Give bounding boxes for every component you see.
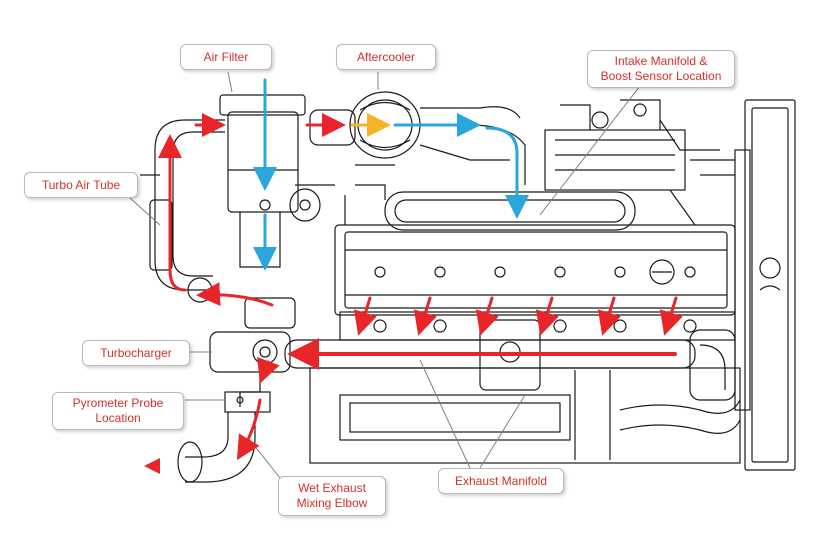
red-arrow-port-1: [353, 296, 377, 336]
red-arrow-port-6: [659, 296, 683, 336]
label-turbocharger: Turbocharger: [82, 340, 190, 366]
label-air-filter-text: Air Filter: [203, 49, 249, 64]
label-wet-exhaust-line2: Mixing Elbow: [296, 496, 368, 510]
leader-air-filter: [227, 71, 233, 93]
label-turbo-air-tube: Turbo Air Tube: [24, 172, 138, 198]
label-air-filter: Air Filter: [180, 44, 272, 70]
blue-arrow-to-manifold: [485, 126, 529, 219]
leader-exhaust-manifold: [419, 359, 526, 469]
red-arrow-tube-up: [158, 134, 187, 292]
leader-intake-manifold: [539, 85, 641, 216]
label-exhaust-manifold-text: Exhaust Manifold: [454, 473, 548, 488]
red-arrow-elbow: [236, 398, 262, 461]
label-pyrometer-line2: Location: [95, 411, 141, 425]
label-intake-manifold: Intake Manifold & Boost Sensor Location: [587, 50, 735, 88]
red-arrow-tube-return: [196, 282, 274, 307]
label-turbo-air-tube-text: Turbo Air Tube: [41, 177, 121, 192]
red-arrow-port-2: [413, 296, 437, 336]
label-wet-exhaust-mixing-elbow: Wet Exhaust Mixing Elbow: [278, 476, 386, 516]
label-pyrometer-probe: Pyrometer Probe Location: [52, 392, 184, 430]
red-arrow-port-3: [475, 296, 499, 336]
label-aftercooler: Aftercooler: [336, 44, 436, 70]
red-arrow-port-4: [535, 296, 559, 336]
label-intake-manifold-line1: Intake Manifold &: [614, 54, 708, 68]
red-arrow-turbo-out: [257, 356, 280, 384]
label-aftercooler-text: Aftercooler: [356, 49, 416, 64]
label-wet-exhaust-line1: Wet Exhaust: [298, 481, 366, 495]
airflow-arrows: [144, 78, 683, 474]
leader-lines: [129, 71, 641, 479]
label-exhaust-manifold: Exhaust Manifold: [438, 468, 564, 494]
label-turbocharger-text: Turbocharger: [100, 345, 172, 360]
leader-turbo-air-tube: [129, 197, 161, 226]
engine-outline: [140, 91, 796, 483]
leader-wet-exhaust: [249, 439, 281, 479]
exhaust-out-arrowhead: [144, 458, 160, 474]
label-pyrometer-line1: Pyrometer Probe: [72, 396, 164, 410]
red-arrow-port-5: [597, 296, 621, 336]
label-intake-manifold-line2: Boost Sensor Location: [600, 69, 722, 83]
